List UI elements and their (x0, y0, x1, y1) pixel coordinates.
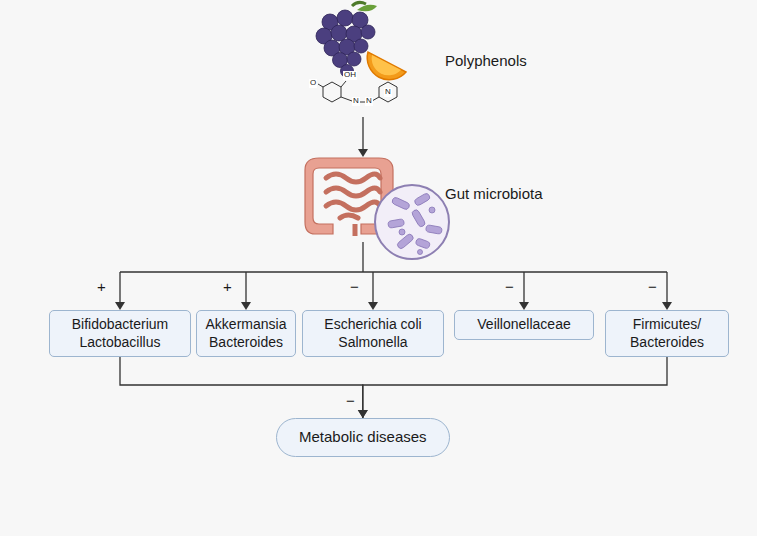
node-text: Escherichia coli Salmonella (309, 316, 437, 351)
atom-label: N (352, 97, 360, 106)
sign-label: − (648, 279, 657, 296)
taxa-box: Firmicutes/ Bacteroides (605, 310, 729, 357)
atom-label: N (365, 97, 373, 106)
taxa-box: Akkermansia Bacteroides (196, 310, 296, 357)
sign-label: − (505, 279, 514, 296)
taxa-box: Escherichia coli Salmonella (302, 310, 444, 357)
atom-label: O (309, 79, 317, 88)
node-text: Firmicutes/ Bacteroides (612, 316, 722, 351)
sign-label: + (223, 279, 232, 296)
connector (358, 357, 667, 418)
taxa-box: Bifidobacterium Lactobacillus (49, 310, 191, 357)
taxa-box: Veillonellaceae (454, 310, 594, 340)
sign-label: − (350, 279, 359, 296)
node-text: Akkermansia Bacteroides (203, 316, 289, 351)
outcome-pill: Metabolic diseases (276, 418, 450, 457)
atom-label: N (384, 88, 392, 97)
stage-label: Gut microbiota (445, 186, 543, 203)
atom-label: OH (343, 71, 357, 80)
sign-label: + (97, 279, 106, 296)
node-text: Veillonellaceae (477, 316, 570, 334)
node-text: Bifidobacterium Lactobacillus (56, 316, 184, 351)
edge-label: − (344, 393, 357, 408)
node-text: Metabolic diseases (299, 428, 427, 447)
stage-label: Polyphenols (445, 53, 527, 70)
connector (120, 357, 368, 418)
